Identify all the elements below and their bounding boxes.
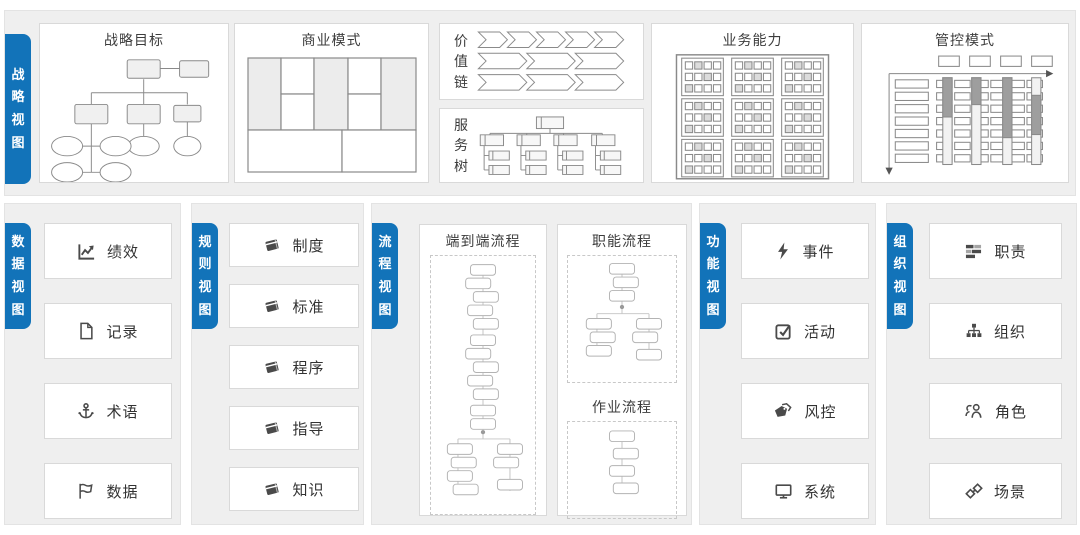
item-data[interactable]: 数据 [44, 463, 172, 519]
card-title: 战略目标 [104, 32, 164, 48]
anchor-icon [77, 402, 95, 420]
book-icon [263, 358, 281, 376]
item-label: 场景 [993, 483, 1026, 501]
book-icon [263, 236, 281, 254]
item-guidance[interactable]: 指导 [229, 406, 359, 450]
organization-view-panel: 组织视图 职责 组织 角色 [886, 203, 1077, 525]
item-label: 记录 [106, 323, 139, 341]
functional-process-diagram [567, 255, 677, 383]
card-title: 管控模式 [935, 32, 995, 48]
card-governance-model[interactable]: 管控模式 [861, 23, 1069, 183]
item-label: 知识 [292, 481, 325, 499]
monitor-icon [774, 482, 793, 500]
tab-organization-view-label: 组织视图 [893, 233, 907, 317]
tag-icon [773, 402, 793, 420]
process-view-panel: 流程视图 端到端流程 [371, 203, 692, 525]
item-label: 事件 [802, 243, 835, 261]
item-risk-control[interactable]: 风控 [741, 383, 869, 439]
item-label: 制度 [292, 237, 325, 255]
item-label: 活动 [803, 323, 836, 341]
card-business-model[interactable]: 商业模式 [234, 23, 429, 183]
file-icon [77, 322, 95, 340]
card-title: 价值链 [454, 33, 468, 90]
flag-icon [77, 482, 95, 500]
card-end-to-end-process[interactable]: 端到端流程 [419, 224, 547, 516]
orgchart-icon [965, 322, 983, 340]
tab-function-view[interactable]: 功能视图 [700, 223, 726, 329]
book-icon [263, 419, 281, 437]
card-title: 服务树 [454, 117, 468, 174]
tab-rules-view-label: 规则视图 [198, 233, 212, 317]
book-icon [263, 297, 281, 315]
item-label: 指导 [292, 420, 325, 438]
end-to-end-process-diagram [430, 255, 536, 515]
tab-function-view-label: 功能视图 [706, 233, 720, 317]
data-view-panel: 数据视图 绩效 记录 术语 [4, 203, 181, 525]
operation-process-diagram [567, 421, 677, 519]
item-label: 系统 [803, 483, 836, 501]
value-chain-diagram [477, 30, 625, 91]
item-events[interactable]: 事件 [741, 223, 869, 279]
tab-data-view[interactable]: 数据视图 [5, 223, 31, 329]
book-icon [263, 480, 281, 498]
governance-matrix-diagram [885, 55, 1054, 175]
card-title: 商业模式 [301, 32, 362, 48]
card-value-chain[interactable]: 价值链 [439, 23, 644, 100]
tab-strategy-view-label: 战略视图 [11, 66, 25, 150]
links-icon [965, 482, 983, 500]
tab-organization-view[interactable]: 组织视图 [887, 223, 913, 329]
item-standards[interactable]: 标准 [229, 284, 359, 328]
business-model-canvas-diagram [246, 57, 417, 173]
item-label: 组织 [993, 323, 1026, 341]
tab-process-view[interactable]: 流程视图 [372, 223, 398, 329]
function-view-panel: 功能视图 事件 活动 风控 [699, 203, 876, 525]
item-activities[interactable]: 活动 [741, 303, 869, 359]
item-responsibilities[interactable]: 职责 [929, 223, 1062, 279]
card-title: 作业流程 [592, 399, 652, 415]
item-label: 职责 [994, 243, 1027, 261]
chart-icon [77, 242, 96, 261]
bolt-icon [775, 242, 791, 260]
goal-tree-diagram [51, 59, 210, 182]
item-procedures[interactable]: 程序 [229, 345, 359, 389]
service-tree-diagram [479, 115, 622, 175]
item-organization[interactable]: 组织 [929, 303, 1062, 359]
item-knowledge[interactable]: 知识 [229, 467, 359, 511]
item-performance[interactable]: 绩效 [44, 223, 172, 279]
card-title: 职能流程 [592, 233, 652, 249]
capability-grid-diagram [675, 54, 830, 180]
card-service-tree[interactable]: 服务树 [439, 108, 644, 183]
card-title: 端到端流程 [445, 233, 521, 249]
card-functional-and-operation-process[interactable]: 职能流程 作业流程 [557, 224, 687, 519]
item-label: 标准 [292, 298, 325, 316]
item-systems[interactable]: 系统 [741, 463, 869, 519]
card-business-capability[interactable]: 业务能力 [651, 23, 854, 183]
tab-rules-view[interactable]: 规则视图 [192, 223, 218, 329]
duty-list-icon [964, 243, 983, 260]
item-label: 术语 [106, 403, 139, 421]
item-label: 角色 [994, 403, 1027, 421]
tab-process-view-label: 流程视图 [378, 233, 392, 317]
card-title: 业务能力 [722, 32, 783, 48]
item-roles[interactable]: 角色 [929, 383, 1062, 439]
item-label: 数据 [106, 483, 139, 501]
item-records[interactable]: 记录 [44, 303, 172, 359]
roles-icon [964, 402, 984, 420]
tab-strategy-view[interactable]: 战略视图 [5, 34, 31, 184]
card-strategic-goals[interactable]: 战略目标 [39, 23, 229, 183]
tab-data-view-label: 数据视图 [11, 233, 25, 317]
item-regulations[interactable]: 制度 [229, 223, 359, 267]
item-label: 程序 [292, 359, 325, 377]
item-label: 风控 [804, 403, 837, 421]
checkbox-icon [774, 322, 793, 341]
item-label: 绩效 [106, 243, 139, 261]
rules-view-panel: 规则视图 制度 标准 程序 [191, 203, 364, 525]
item-terms[interactable]: 术语 [44, 383, 172, 439]
strategy-view-panel: 战略视图 战略目标 [4, 10, 1076, 196]
item-scenarios[interactable]: 场景 [929, 463, 1062, 519]
